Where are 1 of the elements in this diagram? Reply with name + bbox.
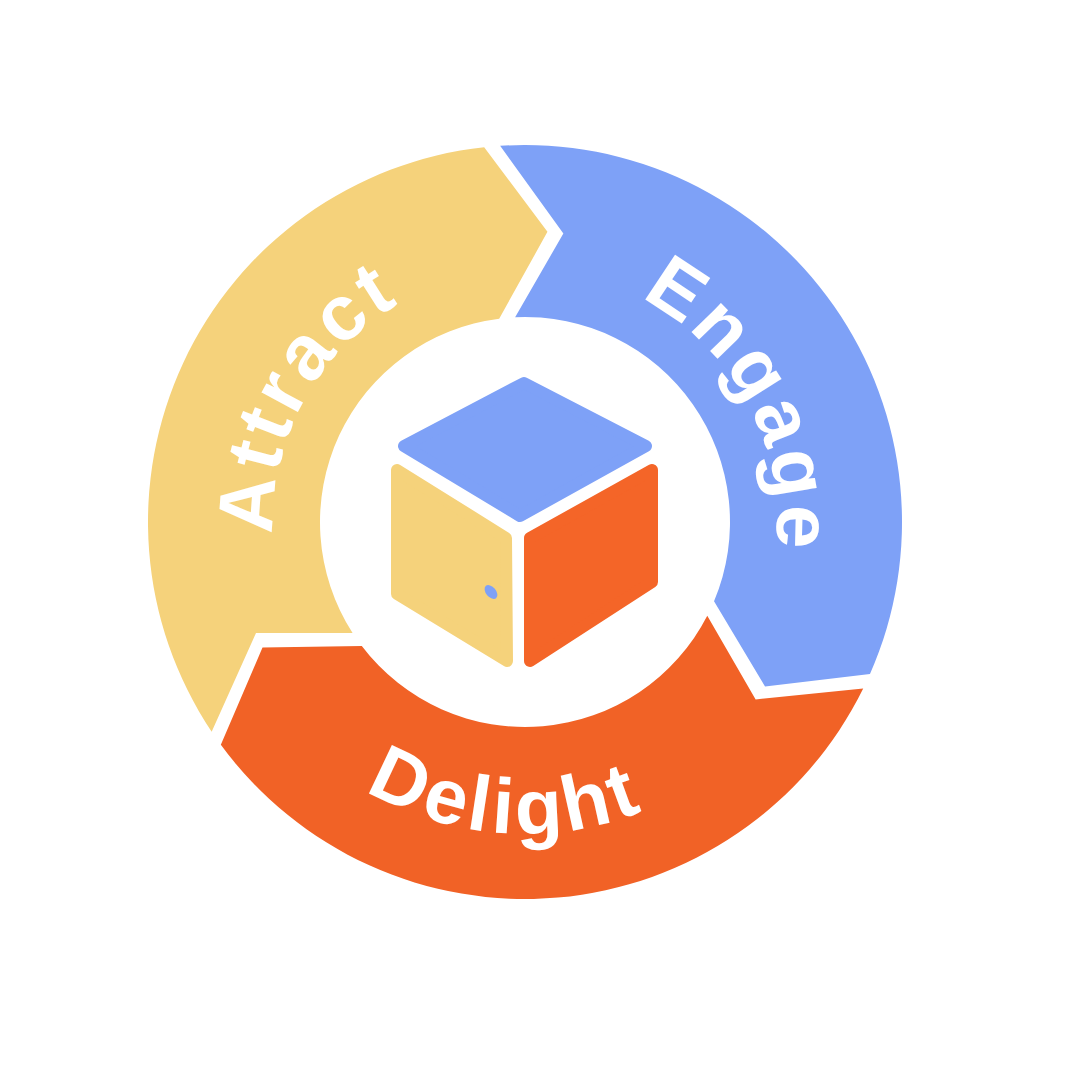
stage-label: Delight bbox=[357, 726, 653, 852]
